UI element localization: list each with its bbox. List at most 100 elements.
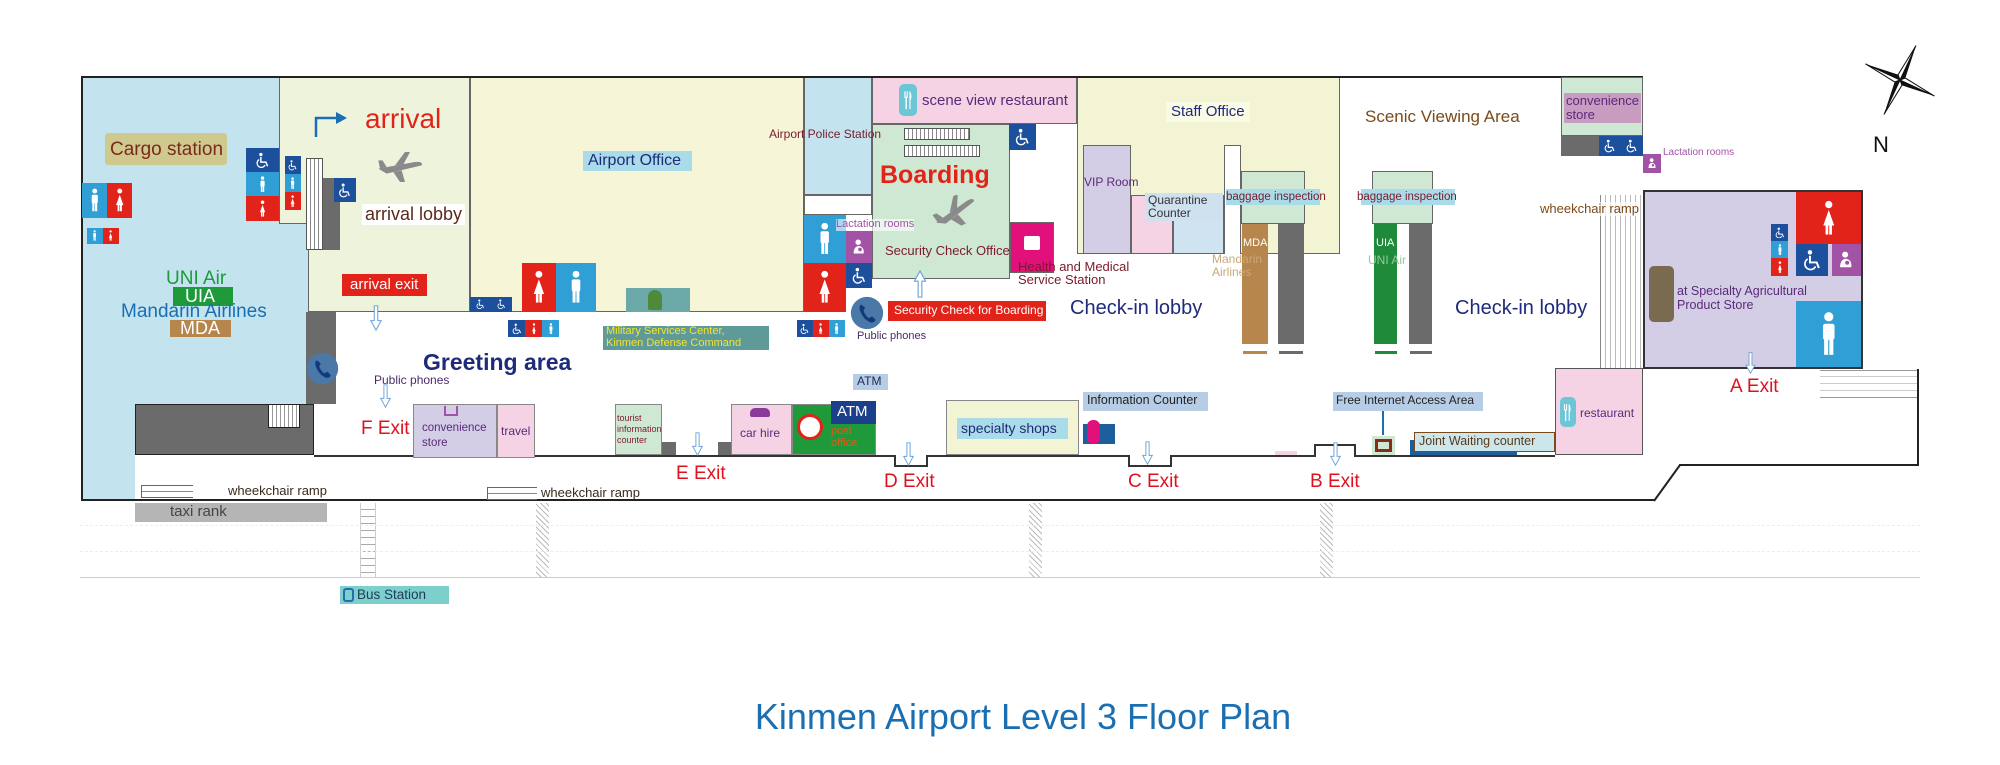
c-exit-notch	[1128, 455, 1172, 467]
free-internet-pointer	[1382, 411, 1384, 435]
counter-seat-icon	[1410, 348, 1432, 354]
quarantine-line1: Quarantine	[1148, 193, 1208, 207]
mandarin-counter-line2: Airlines	[1212, 265, 1252, 279]
crosswalk-f	[360, 503, 376, 577]
accessible-restroom-icon	[246, 148, 279, 172]
restroom-female-icon	[107, 183, 132, 218]
arrival-direction-arrow-icon	[314, 112, 347, 137]
military-services-line2: Kinmen Defense Command	[606, 337, 742, 349]
military-services-line1: Military Services Center,	[606, 325, 725, 337]
wheat-icon	[1649, 266, 1674, 322]
vip-room-label: VIP Room	[1084, 175, 1139, 189]
information-staff-icon	[1087, 420, 1100, 444]
public-phone-icon	[850, 296, 884, 330]
road-edge	[80, 577, 1920, 578]
east-restaurant-label: restaurant	[1580, 406, 1635, 420]
e-exit-pillar	[718, 442, 731, 455]
health-station-line1: Health and Medical	[1018, 259, 1130, 274]
arrival-lobby-label: arrival lobby	[362, 204, 466, 225]
road-lane-marking	[80, 551, 1920, 552]
restroom-male-icon	[556, 263, 596, 312]
frontage-wall	[314, 455, 1555, 457]
restroom-female-icon	[1796, 192, 1861, 244]
small-kiosk	[1275, 451, 1297, 455]
uia-badge	[173, 287, 233, 306]
checkin-lobby-label: Check-in lobby	[1070, 297, 1203, 319]
wheelchair-ramp-1-label: wheekchair ramp	[228, 483, 327, 498]
a-exit-label: A Exit	[1730, 376, 1779, 397]
scenic-viewing-area-label: Scenic Viewing Area	[1365, 107, 1520, 126]
compass-north-label: N	[1873, 132, 1889, 157]
restroom-male-small-icon	[87, 228, 103, 244]
tourist-info-line2: information	[617, 424, 662, 434]
soldier-icon	[648, 290, 662, 310]
accessible-restroom-icon	[470, 297, 491, 312]
restroom-female-small-icon	[103, 228, 119, 244]
frontage-convenience-line2: store	[422, 437, 448, 449]
f-exit-arrow-icon	[379, 384, 392, 408]
lactation-room-icon	[1832, 244, 1861, 276]
atm-callout-label: ATM	[857, 374, 882, 388]
baggage-inspection-label-2: baggage inspection	[1357, 191, 1457, 203]
arrival-exit-arrow-icon	[369, 305, 383, 331]
restroom-male-small-icon	[1771, 241, 1788, 258]
restroom-male-icon	[246, 172, 279, 196]
tourist-info-line3: counter	[617, 435, 648, 445]
restroom-male-icon	[1796, 301, 1861, 367]
restroom-female-small-icon	[525, 320, 542, 337]
restroom-female-small-icon	[813, 320, 829, 337]
uni-air-label: UNI Air	[166, 268, 227, 289]
accessible-restroom-icon	[1796, 244, 1828, 276]
computer-icon	[1372, 436, 1395, 455]
arrival-escalator	[306, 158, 323, 250]
health-station-line2: Service Station	[1018, 272, 1106, 287]
military-services-label-bg	[603, 326, 769, 350]
checkin-counter-belt	[1409, 224, 1432, 344]
mandarin-counter-line1: Mandarin	[1212, 252, 1263, 266]
taxi-rank-area	[135, 503, 327, 522]
wheelchair-ramp-2-icon	[487, 487, 537, 500]
arrival-title: arrival	[365, 103, 442, 134]
east-wall-lower	[1679, 464, 1919, 466]
boarding-plane-icon	[930, 195, 980, 229]
cart-icon	[444, 406, 458, 416]
bus-station-label: Bus Station	[357, 587, 427, 602]
airport-office-zone	[470, 77, 804, 312]
b-exit-label: B Exit	[1310, 471, 1360, 492]
counter-seat-icon	[1279, 348, 1303, 354]
security-entry-arrow-icon	[913, 270, 927, 298]
d-exit-label: D Exit	[884, 471, 935, 492]
baggage-inspection-label-1: baggage inspection	[1226, 191, 1326, 203]
mda-label: MDA	[180, 318, 220, 338]
security-check-boarding-badge	[888, 301, 1046, 321]
wheelchair-ramp-1-icon	[141, 485, 193, 498]
frontage-convenience-store	[413, 404, 497, 458]
accessible-restroom-icon	[1621, 136, 1643, 156]
staff-office-label: Staff Office	[1171, 103, 1245, 120]
checkin-lobby-label-east: Check-in lobby	[1455, 297, 1588, 319]
baggage-inspection-label-bg-1	[1226, 189, 1320, 205]
accessible-small-icon	[797, 320, 813, 337]
east-convenience-line1: convenience	[1566, 93, 1639, 108]
information-counter-label-bg	[1083, 392, 1208, 411]
c-exit-label: C Exit	[1128, 471, 1179, 492]
scene-view-restaurant-label: scene view restaurant	[922, 92, 1068, 109]
joint-waiting-label-bg	[1414, 432, 1555, 452]
tourist-info-counter	[615, 404, 662, 455]
post-office-line1: post	[831, 425, 852, 437]
tourist-info-line1: tourist	[617, 413, 642, 423]
restroom-male-icon	[82, 183, 107, 218]
free-internet-label: Free Internet Access Area	[1336, 393, 1475, 407]
public-phones-label: Public phones	[374, 373, 450, 387]
east-restaurant-room	[1555, 368, 1643, 455]
restroom-male-small-icon	[542, 320, 559, 337]
atm-machine	[831, 401, 876, 424]
cargo-zone	[82, 77, 308, 404]
checkin-counter-belt	[1278, 224, 1304, 344]
staff-office-label-bg	[1166, 102, 1250, 122]
greeting-area-label: Greeting area	[423, 349, 572, 375]
crosswalk-e	[536, 503, 549, 577]
accessible-small-icon	[1771, 224, 1788, 241]
page-title: Kinmen Airport Level 3 Floor Plan	[754, 696, 1292, 737]
